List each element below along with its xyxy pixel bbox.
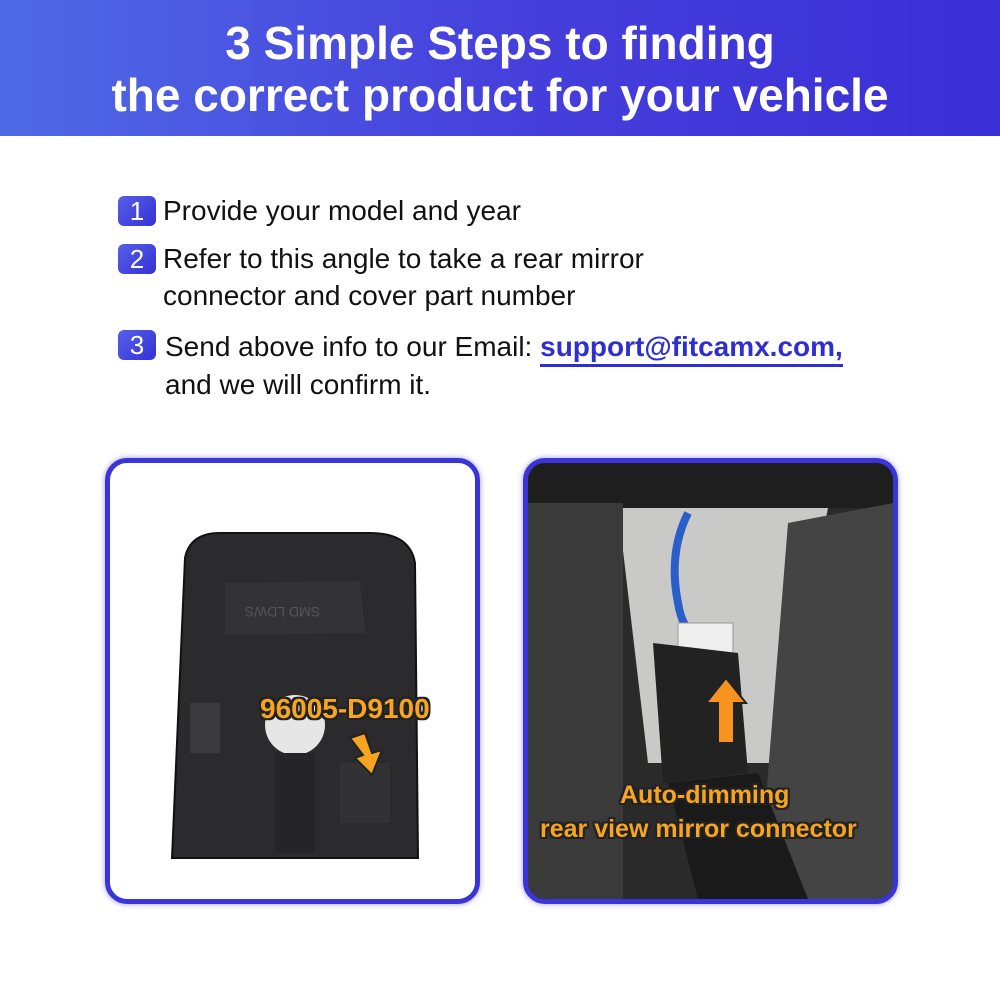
header-title-line1: 3 Simple Steps to finding — [225, 17, 775, 69]
arrow-up-icon — [703, 676, 749, 744]
connector-label-line1: Auto-dimming — [620, 781, 790, 809]
step-text: Provide your model and year — [163, 195, 521, 226]
step-badge: 2 — [118, 244, 156, 274]
step-text-line2: and we will confirm it. — [165, 369, 432, 400]
mirror-cover-photo-panel: SMD LDWS 96005-D9100 — [105, 458, 480, 904]
step-text: Send above info to our Email: — [165, 331, 541, 362]
connector-label-line2: rear view mirror connector — [540, 815, 857, 843]
mirror-cover-image: SMD LDWS — [170, 532, 420, 859]
header-title-line2: the correct product for your vehicle — [111, 69, 889, 121]
connector-image — [528, 463, 893, 899]
embossed-text: SMD LDWS — [245, 604, 320, 620]
step-badge: 1 — [118, 196, 156, 226]
step-text-line1: Refer to this angle to take a rear mirro… — [163, 243, 644, 274]
arrow-down-icon — [348, 731, 384, 777]
header-banner: 3 Simple Steps to finding the correct pr… — [0, 0, 1000, 136]
step-badge: 3 — [118, 330, 156, 360]
email-link[interactable]: support@fitcamx.com, — [540, 331, 843, 367]
step-text-line1: Send above info to our Email: support@fi… — [165, 328, 843, 367]
connector-photo-panel: Auto-dimming rear view mirror connector — [523, 458, 898, 904]
part-number-label: 96005-D9100 — [260, 693, 430, 724]
step-text-line2: connector and cover part number — [163, 280, 576, 311]
